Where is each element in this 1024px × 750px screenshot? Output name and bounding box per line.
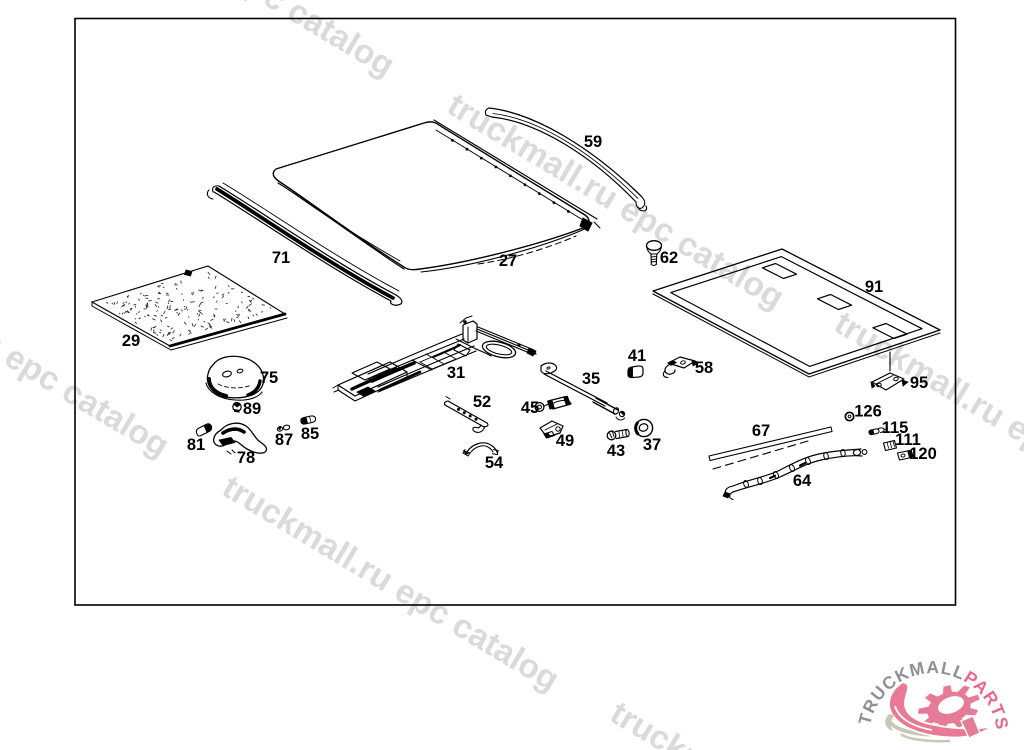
svg-text:81: 81 bbox=[187, 436, 205, 454]
svg-text:37: 37 bbox=[643, 436, 661, 454]
svg-text:64: 64 bbox=[793, 472, 812, 490]
svg-text:115: 115 bbox=[882, 419, 909, 437]
svg-text:78: 78 bbox=[237, 449, 255, 467]
svg-text:62: 62 bbox=[660, 249, 678, 267]
svg-text:41: 41 bbox=[628, 347, 646, 365]
svg-text:54: 54 bbox=[485, 454, 504, 472]
svg-text:45: 45 bbox=[521, 399, 539, 417]
svg-text:49: 49 bbox=[556, 432, 574, 450]
svg-text:27: 27 bbox=[499, 252, 517, 270]
svg-text:85: 85 bbox=[301, 425, 319, 443]
svg-text:95: 95 bbox=[910, 374, 928, 392]
svg-text:126: 126 bbox=[854, 403, 882, 421]
svg-text:67: 67 bbox=[752, 422, 770, 440]
svg-text:31: 31 bbox=[447, 364, 465, 382]
svg-text:59: 59 bbox=[584, 133, 602, 151]
svg-text:58: 58 bbox=[695, 359, 713, 377]
svg-text:111: 111 bbox=[895, 431, 921, 449]
svg-text:52: 52 bbox=[473, 393, 491, 411]
svg-text:87: 87 bbox=[275, 431, 293, 449]
svg-text:89: 89 bbox=[243, 400, 261, 418]
svg-text:75: 75 bbox=[260, 369, 278, 387]
svg-text:35: 35 bbox=[582, 370, 600, 388]
svg-text:91: 91 bbox=[865, 278, 883, 296]
svg-text:29: 29 bbox=[122, 332, 140, 350]
svg-text:120: 120 bbox=[909, 445, 937, 463]
svg-text:43: 43 bbox=[607, 442, 625, 460]
svg-text:71: 71 bbox=[272, 249, 290, 267]
